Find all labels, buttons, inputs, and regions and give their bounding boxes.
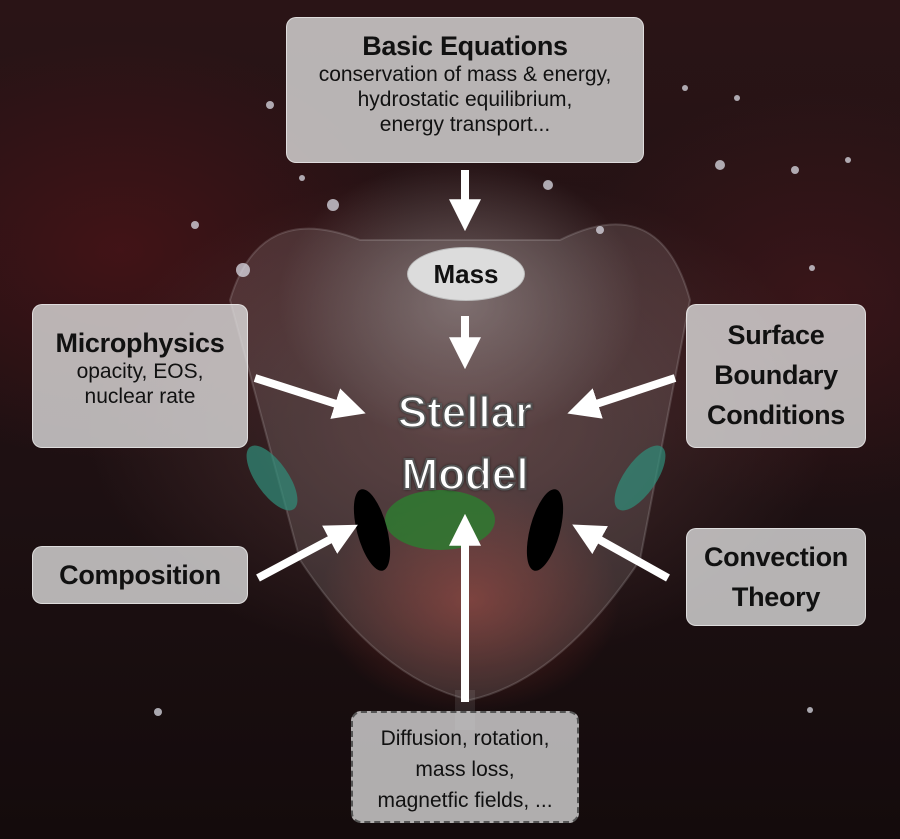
microphysics-line-1: opacity, EOS,: [76, 360, 204, 383]
surface-boundary-box: Surface Boundary Conditions: [686, 304, 866, 448]
composition-title: Composition: [59, 560, 221, 590]
convection-line-1: Convection: [703, 542, 848, 572]
extra-line-1: Diffusion, rotation,: [380, 727, 550, 750]
black-gem-right: [526, 489, 564, 571]
black-gem-left: [353, 489, 391, 571]
microphysics-line-2: nuclear rate: [84, 385, 196, 408]
basic-equations-title: Basic Equations: [362, 31, 568, 61]
stellar-model-line-2: Model: [400, 449, 529, 500]
mass-node: Mass: [407, 247, 525, 301]
extra-physics-box: Diffusion, rotation, mass loss, magnetfi…: [351, 711, 579, 823]
microphysics-box: Microphysics opacity, EOS, nuclear rate: [32, 304, 248, 448]
arrows: [253, 170, 677, 702]
surface-line-1: Surface: [727, 320, 825, 350]
basic-equations-box: Basic Equations conservation of mass & e…: [286, 17, 644, 163]
arrow-convection: [572, 524, 670, 582]
basic-equations-line-2: hydrostatic equilibrium,: [357, 88, 573, 111]
arrow-microphysics: [253, 374, 366, 419]
convection-theory-box: Convection Theory: [686, 528, 866, 626]
surface-line-2: Boundary: [714, 360, 838, 390]
surface-line-3: Conditions: [707, 400, 845, 430]
basic-equations-line-1: conservation of mass & energy,: [318, 63, 612, 86]
composition-box: Composition: [32, 546, 248, 604]
extra-line-3: magnetfic fields, ...: [377, 789, 553, 812]
basic-equations-line-3: energy transport...: [379, 113, 551, 136]
convection-line-2: Theory: [731, 582, 821, 612]
microphysics-title: Microphysics: [55, 328, 225, 358]
extra-line-2: mass loss,: [415, 758, 515, 781]
water-droplets: [154, 85, 851, 716]
teal-gem-left: [246, 445, 298, 511]
teal-gem-right: [614, 445, 666, 511]
arrow-surface: [567, 374, 677, 419]
arrow-composition: [256, 524, 358, 582]
stellar-model-line-1: Stellar: [397, 387, 534, 438]
